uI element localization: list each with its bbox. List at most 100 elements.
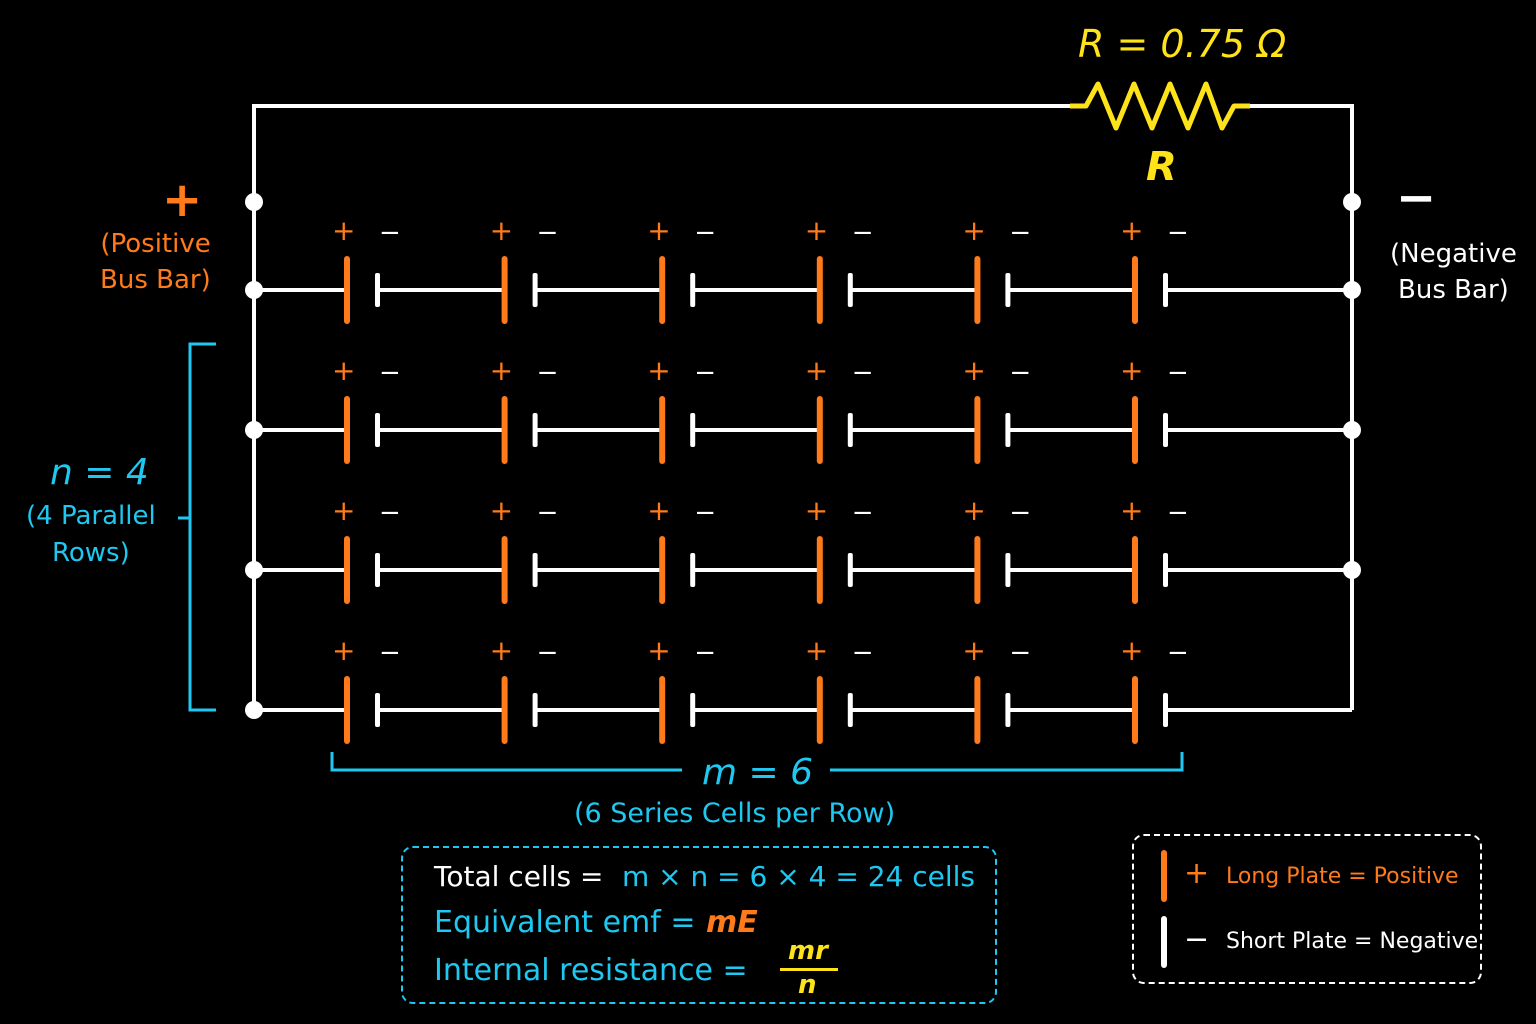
cell-long-plate xyxy=(501,676,508,744)
cell-long-plate xyxy=(659,256,666,324)
cell-plus-sign: + xyxy=(647,214,671,247)
legend-negative-text: Short Plate = Negative xyxy=(1226,929,1479,954)
cell-minus-sign: − xyxy=(536,358,559,388)
cell-plus-sign: + xyxy=(647,634,671,667)
cell-minus-sign: − xyxy=(536,498,559,528)
cell-long-plate xyxy=(1132,676,1138,744)
cell-plus-sign: + xyxy=(1120,354,1144,387)
fraction-bar xyxy=(780,968,838,971)
cell-minus-sign: − xyxy=(379,358,401,388)
cell-long-plate xyxy=(816,396,823,464)
resistor-zigzag xyxy=(1070,81,1250,131)
cell-long-plate xyxy=(816,676,823,744)
cell-minus-sign: − xyxy=(1167,358,1189,388)
cell-plus-sign: + xyxy=(332,354,356,387)
row-left-node xyxy=(245,421,263,439)
cell-long-plate xyxy=(974,396,981,464)
equivalent-emf-label: Equivalent emf = xyxy=(434,905,696,940)
negative-bus-label-line2: Bus Bar) xyxy=(1398,275,1509,305)
cell-long-plate xyxy=(816,536,823,604)
cell-long-plate xyxy=(501,396,508,464)
resistor-label: R xyxy=(1146,144,1177,190)
cell-minus-sign: − xyxy=(379,218,401,248)
cell-minus-sign: − xyxy=(379,498,401,528)
cell-minus-sign: − xyxy=(851,498,874,528)
cell-plus-sign: + xyxy=(332,634,356,667)
legend-positive-sign: + xyxy=(1184,856,1210,891)
negative-sign: − xyxy=(1396,170,1437,226)
equivalent-emf-value: mE xyxy=(706,905,758,940)
cell-minus-sign: − xyxy=(536,638,559,668)
legend-negative-sign: − xyxy=(1184,922,1210,957)
cell-minus-sign: − xyxy=(1009,358,1032,388)
cell-plus-sign: + xyxy=(647,354,671,387)
cell-minus-sign: − xyxy=(694,638,716,668)
row-right-node xyxy=(1343,421,1361,439)
cell-plus-sign: + xyxy=(1120,214,1144,247)
resistor-value: R = 0.75 Ω xyxy=(1078,22,1287,66)
cell-long-plate xyxy=(501,536,508,604)
cell-plus-sign: + xyxy=(332,494,356,527)
cell-minus-sign: − xyxy=(694,218,716,248)
series-bracket-left xyxy=(330,752,682,772)
cell-minus-sign: − xyxy=(1167,638,1189,668)
top-wire-right xyxy=(1250,104,1354,710)
cell-long-plate xyxy=(344,676,350,744)
internal-resistance-label: Internal resistance = xyxy=(434,953,748,988)
cell-minus-sign: − xyxy=(851,638,874,668)
negative-bus-label: (Negative Bus Bar) xyxy=(1390,236,1517,308)
cell-long-plate xyxy=(659,676,666,744)
rows-bracket xyxy=(178,342,216,712)
positive-sign: + xyxy=(162,172,203,228)
rows-description-line1: (4 Parallel xyxy=(26,501,156,531)
cell-long-plate xyxy=(344,256,350,324)
cell-plus-sign: + xyxy=(647,494,671,527)
cell-long-plate xyxy=(974,536,981,604)
cell-minus-sign: − xyxy=(1009,498,1032,528)
formula-box xyxy=(401,846,997,1004)
cell-long-plate xyxy=(501,256,508,324)
rows-description: (4 Parallel Rows) xyxy=(26,498,156,572)
cell-plus-sign: + xyxy=(1120,634,1144,667)
rows-description-line2: Rows) xyxy=(51,538,130,568)
cell-plus-sign: + xyxy=(489,214,514,247)
positive-bus-label: (Positive Bus Bar) xyxy=(100,226,211,298)
series-description: (6 Series Cells per Row) xyxy=(574,798,896,829)
positive-bus-label-line1: (Positive xyxy=(100,229,211,259)
cell-long-plate xyxy=(974,256,981,324)
internal-resistance-numerator: mr xyxy=(788,936,828,966)
cell-plus-sign: + xyxy=(489,634,514,667)
cell-long-plate xyxy=(659,396,666,464)
cell-minus-sign: − xyxy=(1009,638,1032,668)
positive-bus-label-line2: Bus Bar) xyxy=(100,265,211,295)
cell-minus-sign: − xyxy=(1009,218,1032,248)
legend-long-plate xyxy=(1161,850,1167,902)
legend-box xyxy=(1132,834,1482,984)
series-bracket-right xyxy=(830,752,1184,772)
cell-plus-sign: + xyxy=(489,494,514,527)
row-left-node xyxy=(245,561,263,579)
cell-minus-sign: − xyxy=(694,358,716,388)
series-count-label: m = 6 xyxy=(702,752,814,793)
row-right-node xyxy=(1343,561,1361,579)
cell-minus-sign: − xyxy=(1167,218,1189,248)
cell-plus-sign: + xyxy=(1120,494,1144,527)
total-cells-label: Total cells = xyxy=(434,860,604,893)
cell-plus-sign: + xyxy=(962,214,986,247)
legend-positive-text: Long Plate = Positive xyxy=(1226,864,1459,889)
cells-layer xyxy=(245,256,1361,744)
cell-long-plate xyxy=(344,396,350,464)
cell-minus-sign: − xyxy=(694,498,716,528)
rows-count-label: n = 4 xyxy=(50,452,149,493)
cell-long-plate xyxy=(1132,536,1138,604)
internal-resistance-denominator: n xyxy=(798,970,817,1000)
positive-terminal xyxy=(245,193,263,211)
cell-minus-sign: − xyxy=(851,358,874,388)
legend-short-plate xyxy=(1161,916,1167,968)
total-cells-value: m × n = 6 × 4 = 24 cells xyxy=(622,860,975,893)
cell-long-plate xyxy=(1132,256,1138,324)
cell-minus-sign: − xyxy=(536,218,559,248)
cell-plus-sign: + xyxy=(962,634,986,667)
cell-long-plate xyxy=(974,676,981,744)
